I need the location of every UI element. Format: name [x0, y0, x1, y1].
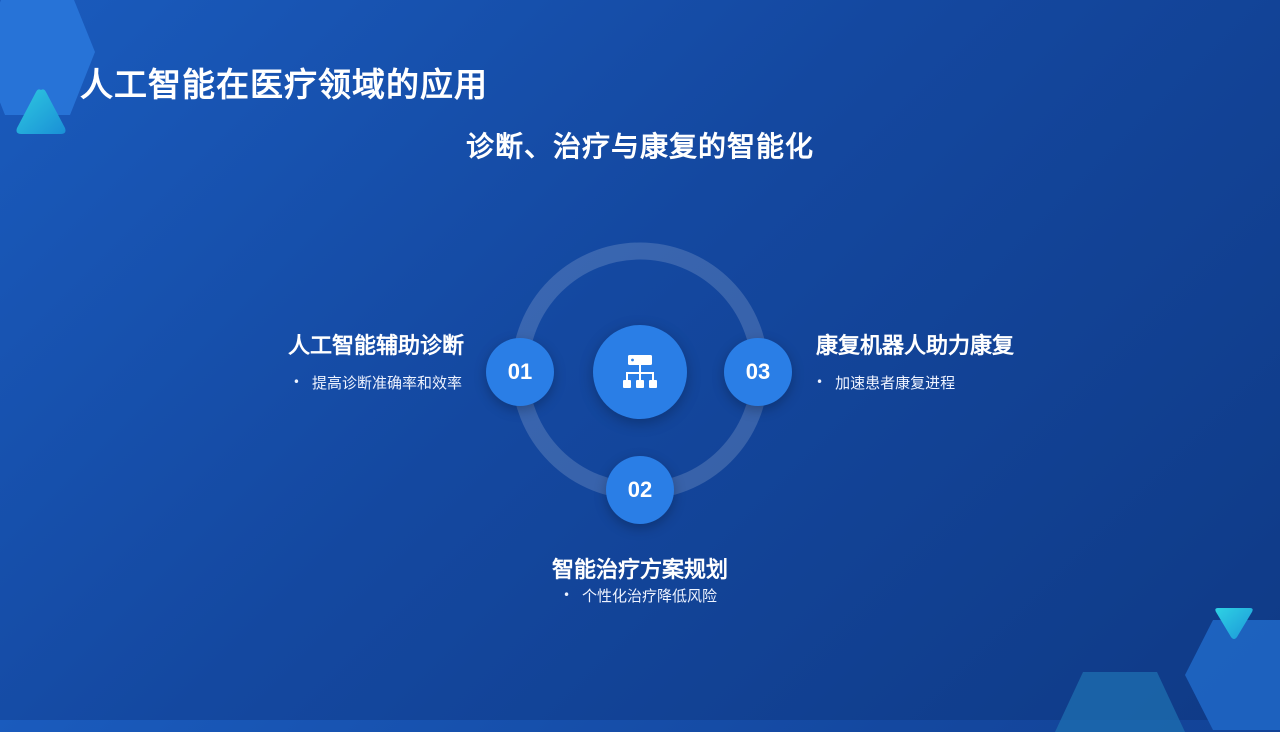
decorative-hexagon — [1185, 620, 1280, 730]
item-bullet-treatment: • 个性化治疗降低风险 — [440, 585, 840, 606]
step-number-03: 03 — [724, 338, 792, 406]
bullet-dot-icon: • — [292, 375, 300, 389]
step-number-01: 01 — [486, 338, 554, 406]
item-title-diagnosis: 人工智能辅助诊断 — [287, 334, 464, 359]
item-title-rehabilitation: 康复机器人助力康复 — [816, 334, 1015, 359]
item-bullet-text: 个性化治疗降低风险 — [582, 587, 718, 605]
page-title: 人工智能在医疗领域的应用 — [80, 65, 488, 104]
center-circle — [593, 325, 687, 419]
item-bullet-diagnosis: • 提高诊断准确率和效率 — [280, 372, 462, 393]
decorative-triangle — [1215, 608, 1253, 639]
decorative-hexagon — [1055, 672, 1185, 732]
item-bullet-text: 提高诊断准确率和效率 — [311, 374, 462, 392]
item-title-treatment: 智能治疗方案规划 — [551, 558, 728, 583]
item-bullet-rehabilitation: • 加速患者康复进程 — [816, 372, 955, 393]
item-bullet-text: 加速患者康复进程 — [835, 374, 956, 392]
page-subtitle: 诊断、治疗与康复的智能化 — [465, 130, 814, 163]
bullet-dot-icon: • — [816, 375, 824, 389]
step-number-02: 02 — [606, 456, 674, 524]
bullet-dot-icon: • — [562, 588, 571, 602]
hierarchy-icon — [623, 355, 657, 388]
